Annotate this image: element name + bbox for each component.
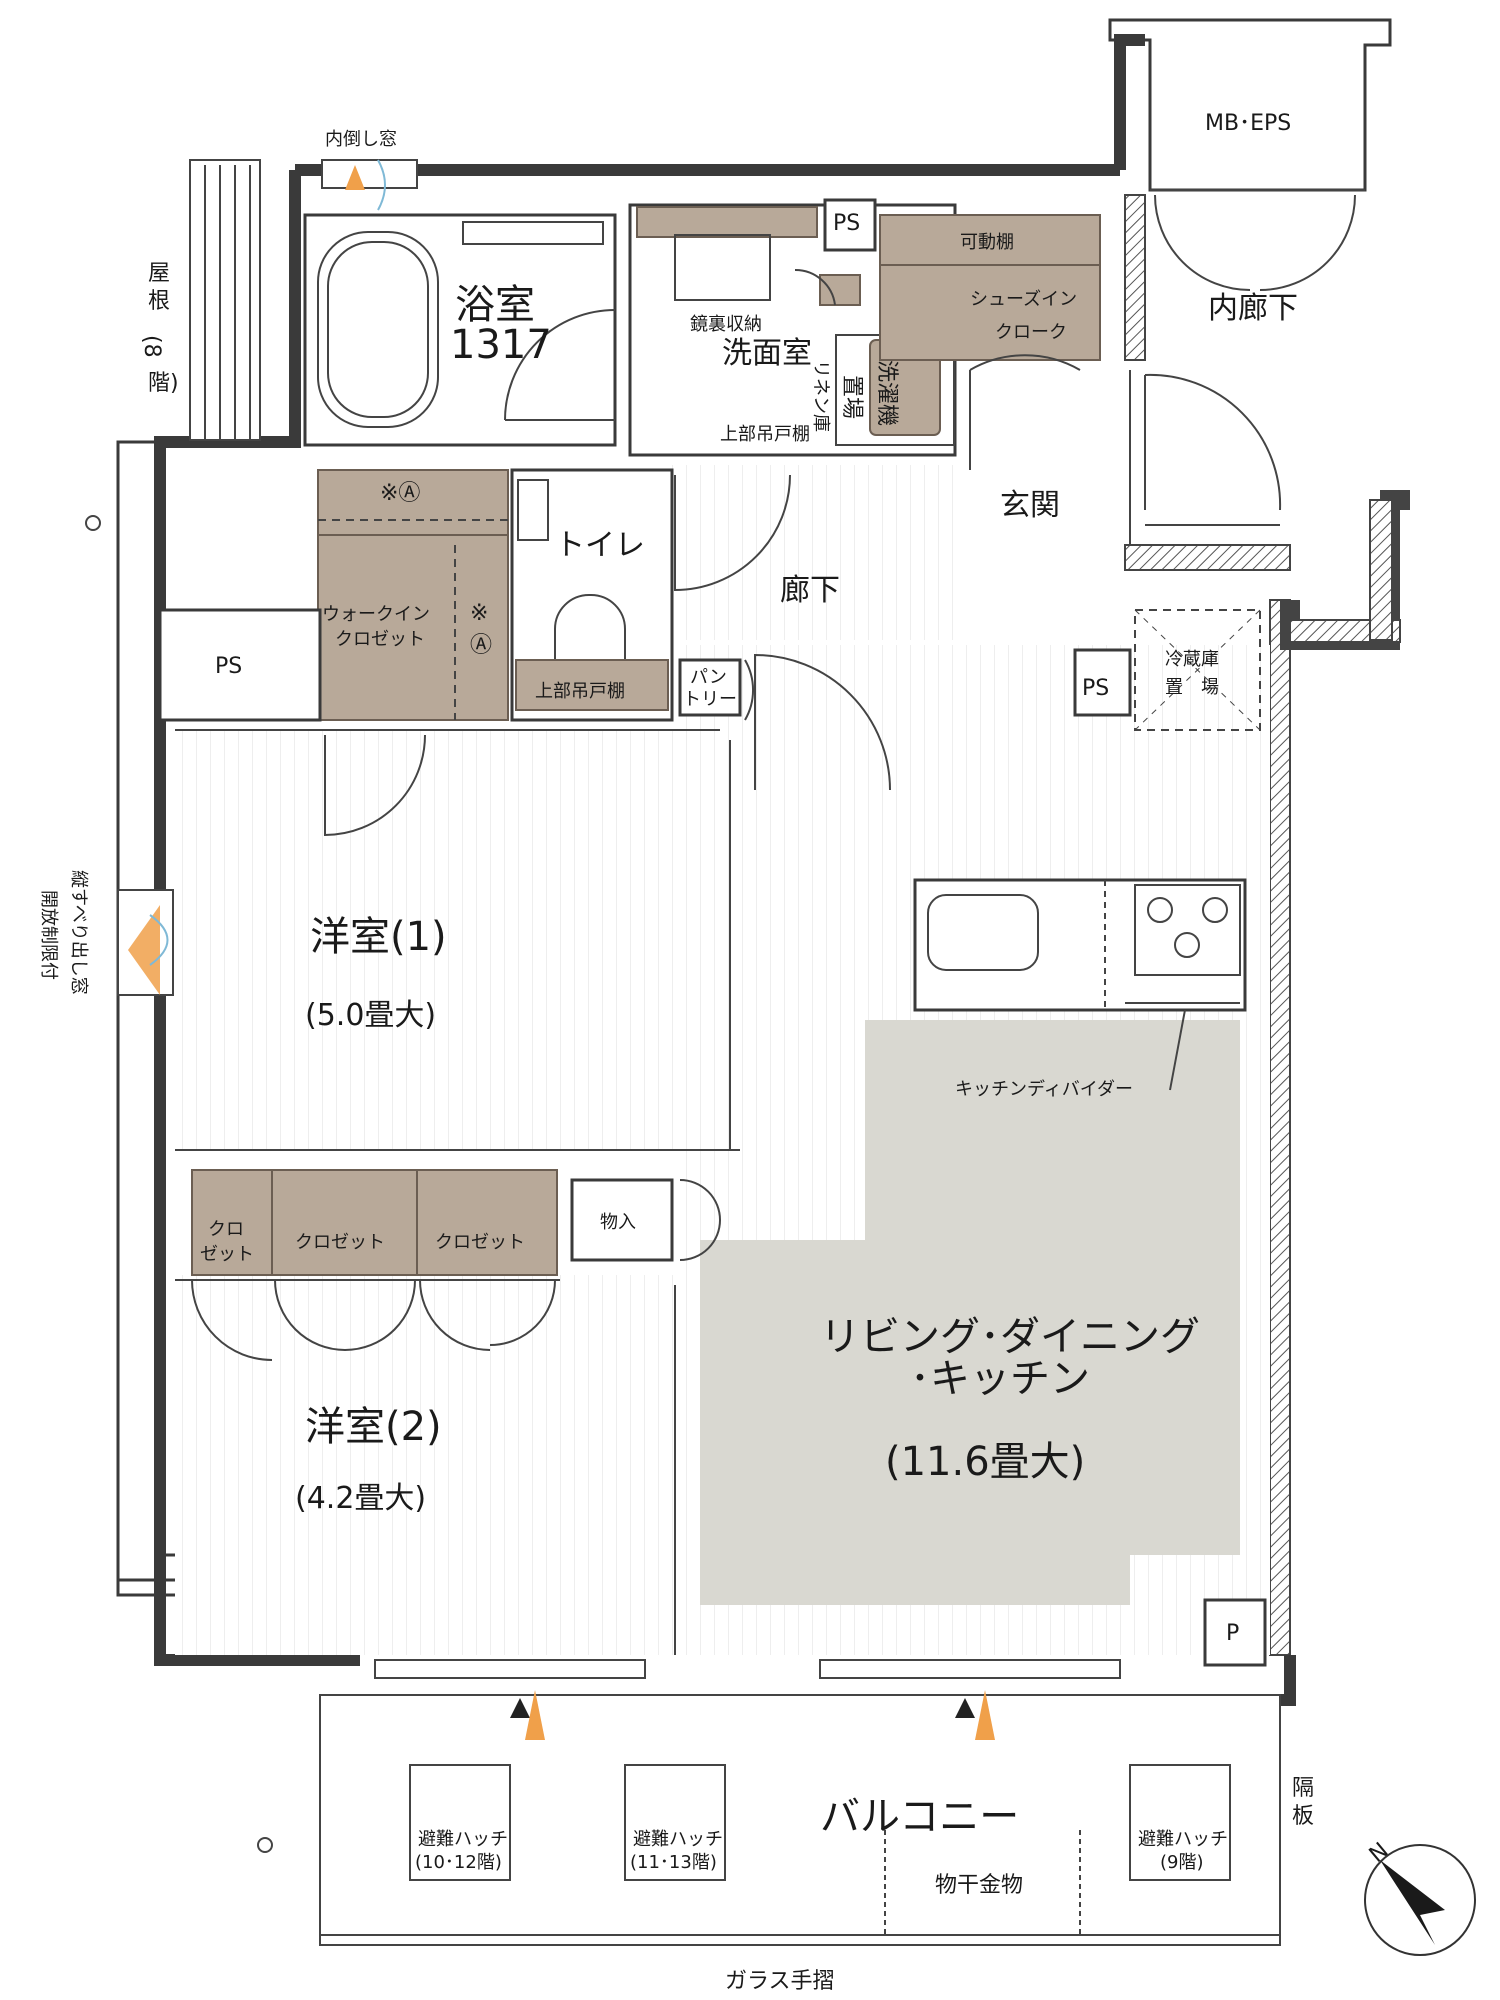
kitchen-divider-label: キッチンディバイダー bbox=[955, 1079, 1133, 1100]
balcony-label: バルコニー bbox=[820, 1794, 1019, 1840]
kitchen-counter bbox=[913, 878, 1247, 1091]
hatch3-label-b: (9階) bbox=[1160, 1852, 1204, 1873]
vertical-window-label-2: 開放制限付 bbox=[38, 890, 59, 980]
bathroom bbox=[303, 213, 617, 447]
mb-eps-label: MB･EPS bbox=[1205, 111, 1291, 136]
inner-corridor-label: 内廊下 bbox=[1208, 291, 1298, 326]
room1-walls bbox=[175, 729, 740, 1151]
washer-label: 洗濯機 bbox=[874, 360, 899, 426]
north-compass-icon bbox=[1364, 1844, 1476, 1956]
ps-ldk-label: PS bbox=[1082, 676, 1109, 701]
storage-closet bbox=[570, 1178, 722, 1655]
entrance-wall-hatch bbox=[1124, 194, 1146, 361]
room1-name-label: 洋室(1) bbox=[310, 914, 447, 960]
mark-a2a-label: ※ bbox=[470, 601, 488, 626]
ps-wash-label: PS bbox=[833, 211, 860, 236]
partition-label-2: 板 bbox=[1292, 1804, 1314, 1829]
hatch1-label-b: (10･12階) bbox=[415, 1852, 502, 1873]
upper-shelf-toilet-label: 上部吊戸棚 bbox=[535, 681, 625, 702]
marker-circle bbox=[85, 515, 101, 531]
walkin-label-1: ウォークイン bbox=[322, 604, 430, 625]
toilet-room bbox=[510, 468, 791, 722]
linen-label: リネン庫 bbox=[810, 360, 831, 432]
mark-a2b-label: Ⓐ bbox=[470, 633, 492, 658]
ldk-label-1: リビング･ダイニング bbox=[820, 1314, 1200, 1360]
balcony-windows bbox=[374, 1659, 1121, 1740]
ps-left-label: PS bbox=[215, 654, 242, 679]
walkin-closet bbox=[317, 469, 509, 837]
hatch1-label-a: 避難ハッチ bbox=[418, 1829, 508, 1850]
walkin-label-2: クロゼット bbox=[335, 629, 425, 650]
fridge-label-1: 冷蔵庫 bbox=[1165, 649, 1219, 670]
closet-small-label-1: クロ bbox=[208, 1219, 244, 1240]
room2-name-label: 洋室(2) bbox=[305, 1404, 442, 1450]
glass-rail-label: ガラス手摺 bbox=[725, 1969, 835, 1994]
entrance-label: 玄関 bbox=[1000, 488, 1060, 523]
toilet-label: トイレ bbox=[555, 528, 645, 563]
vertical-window-label-1: 縦すべり出し窓 bbox=[68, 870, 89, 995]
shoes-cloak-label-2: クローク bbox=[995, 322, 1067, 343]
mark-a1-label: ※Ⓐ bbox=[380, 481, 420, 506]
roof-label-4: 階) bbox=[148, 371, 179, 396]
pantry-label-2: トリー bbox=[683, 689, 737, 710]
entrance bbox=[969, 370, 1282, 545]
storage-label: 物入 bbox=[600, 1212, 636, 1233]
p-box-label: P bbox=[1226, 1621, 1239, 1646]
closet-a-label: クロゼット bbox=[295, 1232, 385, 1253]
room2-floor bbox=[175, 1275, 675, 1655]
hallway-floor bbox=[670, 465, 960, 640]
partition-label-1: 隔 bbox=[1292, 1776, 1314, 1801]
fridge-space bbox=[1134, 609, 1261, 731]
ldk-highlight bbox=[700, 1020, 1240, 1605]
shoes-shelf-label: 可動棚 bbox=[960, 232, 1014, 253]
roof-label-3: (8 bbox=[139, 335, 164, 358]
left-window bbox=[117, 889, 174, 996]
roof-label-1: 屋 bbox=[148, 261, 170, 286]
hatch2-label-a: 避難ハッチ bbox=[633, 1829, 723, 1850]
washer-place-label: 置場 bbox=[839, 375, 864, 419]
pantry-label-1: パン bbox=[690, 667, 727, 688]
roof-label-2: 根 bbox=[148, 289, 170, 314]
hatch3-label-a: 避難ハッチ bbox=[1138, 1829, 1228, 1850]
hallway-label: 廊下 bbox=[780, 573, 840, 608]
hatch2-label-b: (11･13階) bbox=[630, 1852, 717, 1873]
room2-closets bbox=[175, 1169, 560, 1361]
ldk-label-2: ･キッチン bbox=[910, 1356, 1090, 1402]
closet-b-label: クロゼット bbox=[435, 1232, 525, 1253]
shoes-cloak-label-1: シューズイン bbox=[970, 289, 1077, 310]
room2-size-label: (4.2畳大) bbox=[295, 1481, 426, 1516]
bath-size-label: 1317 bbox=[450, 322, 552, 368]
corridor-wall-hatch bbox=[1124, 544, 1291, 571]
upper-shelf-wash-label: 上部吊戸棚 bbox=[720, 424, 810, 445]
washroom-label: 洗面室 bbox=[722, 336, 812, 371]
burner-icon bbox=[1147, 897, 1173, 923]
mb-eps-doors bbox=[1150, 189, 1365, 291]
fridge-label-2: 置 場 bbox=[1165, 677, 1219, 698]
mirror-storage-label: 鏡裏収納 bbox=[690, 314, 762, 335]
closet-small-label-2: ゼット bbox=[200, 1244, 254, 1265]
tilt-window-label: 内倒し窓 bbox=[325, 129, 397, 150]
room1-floor bbox=[175, 730, 720, 1150]
burner-icon bbox=[1174, 932, 1200, 958]
top-window bbox=[321, 159, 418, 211]
drying-label: 物干金物 bbox=[935, 1873, 1023, 1898]
shoes-cloak bbox=[879, 214, 1101, 371]
escape-hatches bbox=[409, 1764, 1231, 1881]
burner-icon bbox=[1202, 897, 1228, 923]
marker-circle bbox=[257, 1837, 273, 1853]
ldk-size-label: (11.6畳大) bbox=[885, 1439, 1085, 1485]
bath-label: 浴室 bbox=[455, 282, 535, 328]
balcony-floor bbox=[319, 1694, 1281, 1946]
room1-size-label: (5.0畳大) bbox=[305, 998, 436, 1033]
right-wall-hatch bbox=[1269, 599, 1291, 1656]
roof-stripes bbox=[189, 159, 261, 441]
